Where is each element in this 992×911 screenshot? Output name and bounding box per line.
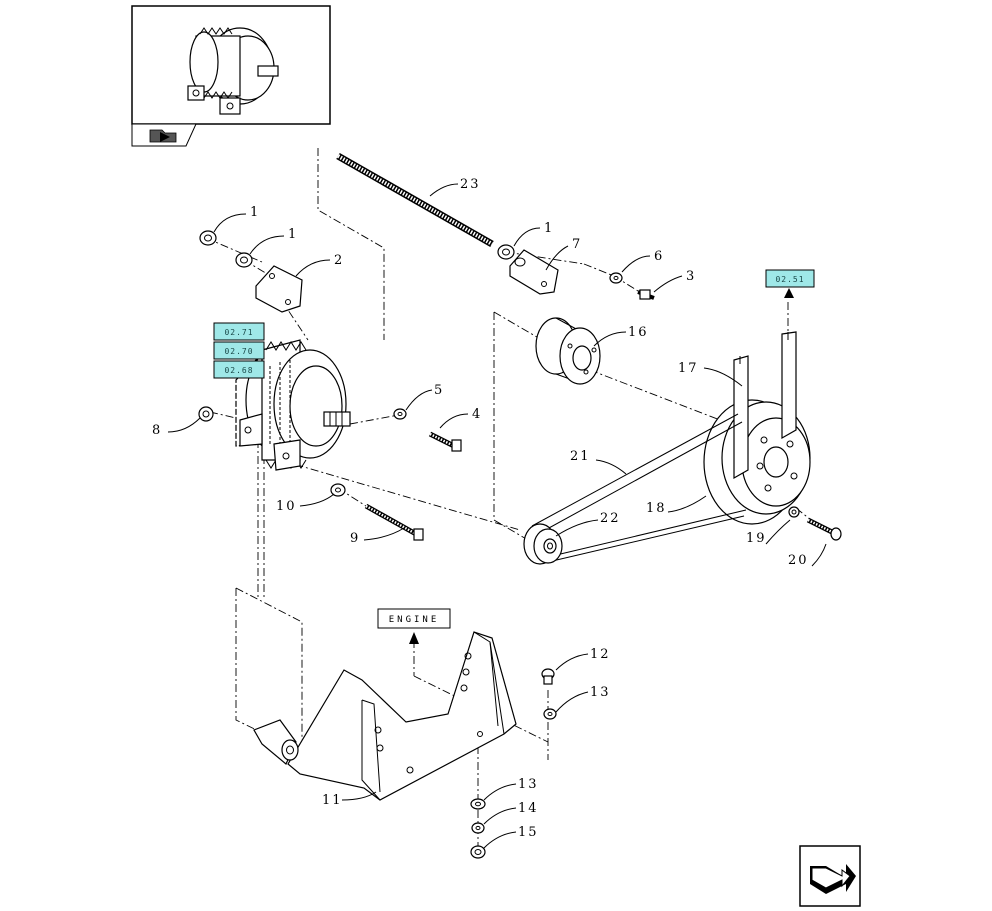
bolt-4 <box>428 431 462 452</box>
nut-8 <box>198 406 214 422</box>
callout-4: 4 <box>472 407 482 422</box>
folder-arrow-icon <box>149 129 177 143</box>
callout-1c: 1 <box>544 221 554 236</box>
callout-3: 3 <box>686 269 696 284</box>
callout-21: 21 <box>570 449 591 464</box>
link-7 <box>509 249 559 295</box>
callout-11: 11 <box>322 793 343 808</box>
alternator-thumbnail-icon <box>187 27 279 115</box>
callout-23: 23 <box>460 177 481 192</box>
callout-7: 7 <box>572 237 582 252</box>
svg-text:02.68: 02.68 <box>224 366 253 375</box>
v-belt-21 <box>531 413 747 563</box>
callout-2: 2 <box>334 253 344 268</box>
nut-1c <box>497 244 515 260</box>
callout-13b: 13 <box>518 777 539 792</box>
callout-20: 20 <box>788 553 809 568</box>
alternator <box>235 339 351 471</box>
callout-10: 10 <box>276 499 297 514</box>
next-page-arrow-icon[interactable] <box>799 845 861 907</box>
thumbnail-frame[interactable] <box>131 5 331 147</box>
callout-8: 8 <box>152 423 162 438</box>
callout-13a: 13 <box>590 685 611 700</box>
callout-16: 16 <box>628 325 649 340</box>
reference-02-71[interactable]: 02.71 <box>213 322 265 341</box>
washer-13a <box>543 708 557 720</box>
callout-19: 19 <box>746 531 767 546</box>
bolt-12 <box>541 668 555 685</box>
callout-22: 22 <box>600 511 621 526</box>
callout-18: 18 <box>646 501 667 516</box>
reference-02-70[interactable]: 02.70 <box>213 341 265 360</box>
washer-5 <box>393 408 407 420</box>
svg-text:02.70: 02.70 <box>224 347 253 356</box>
engine-label-box: ENGINE <box>377 608 451 676</box>
callout-9: 9 <box>350 531 360 546</box>
pulley-22 <box>523 523 563 565</box>
bolt-20 <box>806 517 842 541</box>
leader-lines <box>167 183 827 849</box>
bolt-9 <box>364 503 424 541</box>
assembly-lines <box>205 148 817 852</box>
callout-1b: 1 <box>288 227 298 242</box>
plate-2 <box>255 265 303 313</box>
callout-14: 14 <box>518 801 539 816</box>
callout-12: 12 <box>590 647 611 662</box>
svg-text:02.71: 02.71 <box>224 328 253 337</box>
mounting-bracket-11 <box>253 631 517 801</box>
washer-14 <box>471 822 485 834</box>
reference-02-51[interactable]: 02.51 <box>765 269 815 298</box>
pulley-hub-16 <box>535 317 601 385</box>
washer-13b <box>470 798 486 810</box>
washer-6 <box>609 272 623 284</box>
callout-17: 17 <box>678 361 699 376</box>
washer-19 <box>788 506 800 518</box>
callout-numbers: 1 1 1 2 3 4 5 6 7 8 9 10 11 12 13 13 14 … <box>152 177 809 840</box>
callout-6: 6 <box>654 249 664 264</box>
callout-1a: 1 <box>250 205 260 220</box>
reference-02-68[interactable]: 02.68 <box>213 360 265 379</box>
nut-1a <box>199 230 217 246</box>
nut-1b <box>235 252 253 268</box>
threaded-rod-23 <box>336 152 494 248</box>
washer-10 <box>330 483 346 497</box>
svg-text:02.51: 02.51 <box>775 275 804 284</box>
callout-5: 5 <box>434 383 444 398</box>
nut-15 <box>470 845 486 859</box>
callout-15: 15 <box>518 825 539 840</box>
bolt-3 <box>637 289 655 300</box>
engine-label: ENGINE <box>389 615 440 625</box>
guard-bracket-17 <box>733 331 797 480</box>
